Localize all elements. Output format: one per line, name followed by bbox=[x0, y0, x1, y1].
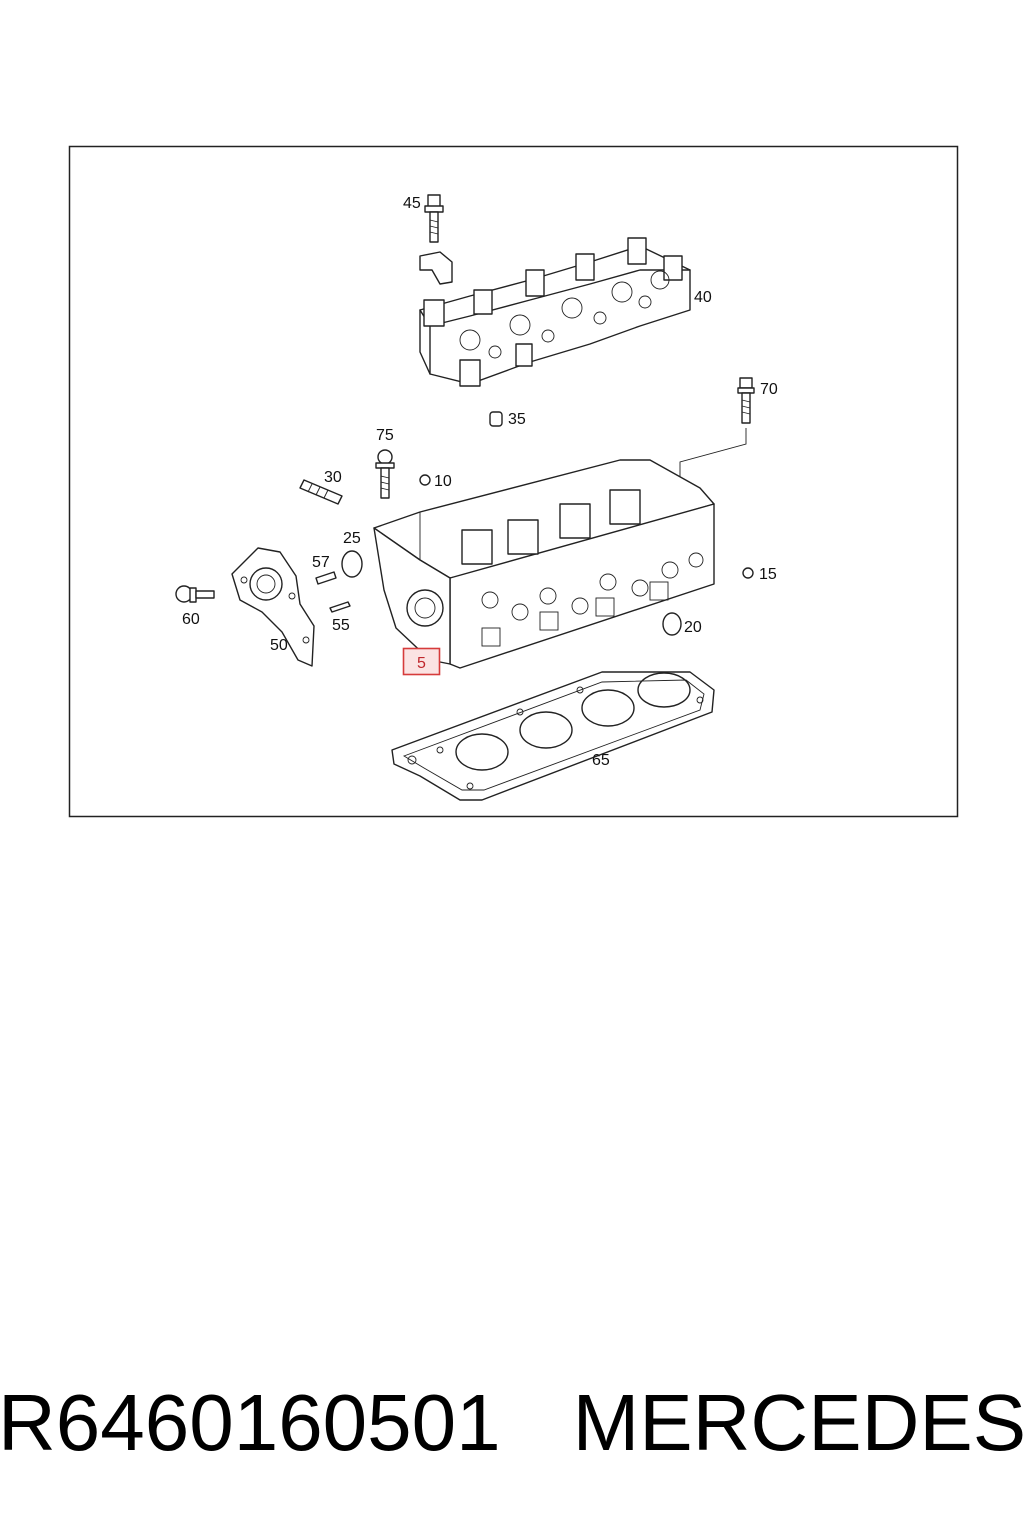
callout-45: 45 bbox=[403, 195, 421, 212]
part-57-dowel[interactable] bbox=[315, 571, 337, 585]
part-75-bolt[interactable] bbox=[375, 449, 395, 499]
part-60-bolt[interactable] bbox=[175, 585, 215, 603]
callout-70: 70 bbox=[760, 381, 778, 398]
part-5-cylinder-head[interactable] bbox=[373, 459, 715, 669]
callout-65: 65 bbox=[592, 752, 610, 769]
part-55-pin[interactable] bbox=[329, 601, 351, 613]
part-70-bolt[interactable] bbox=[737, 377, 755, 424]
part-35-cap[interactable] bbox=[489, 411, 503, 427]
diagram-border bbox=[68, 145, 959, 818]
part-40-camshaft-carrier[interactable] bbox=[419, 237, 691, 387]
part-50-cover[interactable] bbox=[231, 547, 315, 667]
part-65-head-gasket[interactable] bbox=[391, 671, 715, 801]
callout-57: 57 bbox=[312, 554, 330, 571]
part-10-ring[interactable] bbox=[419, 474, 431, 486]
callout-5[interactable]: 5 bbox=[417, 655, 426, 672]
callout-75: 75 bbox=[376, 427, 394, 444]
callout-60: 60 bbox=[182, 611, 200, 628]
part-number: R6460160501 bbox=[0, 1378, 501, 1467]
callout-50: 50 bbox=[270, 637, 288, 654]
callout-15: 15 bbox=[759, 566, 777, 583]
footer-caption: R6460160501 MERCEDES bbox=[0, 1368, 1024, 1478]
part-45-bolt[interactable] bbox=[424, 194, 444, 243]
callout-5-highlight-box bbox=[402, 647, 441, 676]
brand-name: MERCEDES bbox=[572, 1378, 1024, 1467]
callout-35: 35 bbox=[508, 411, 526, 428]
parts-diagram: 45 40 70 35 bbox=[68, 145, 959, 818]
callout-40: 40 bbox=[694, 289, 712, 306]
callout-20: 20 bbox=[684, 619, 702, 636]
callout-30: 30 bbox=[324, 469, 342, 486]
part-25-plug[interactable] bbox=[341, 550, 363, 578]
part-20-plug[interactable] bbox=[662, 612, 682, 636]
callout-10: 10 bbox=[434, 473, 452, 490]
part-30-stud[interactable] bbox=[299, 479, 343, 505]
bracket-piece bbox=[419, 251, 453, 285]
part-15-ring[interactable] bbox=[742, 567, 754, 579]
callout-25: 25 bbox=[343, 530, 361, 547]
leader-70 bbox=[679, 428, 747, 478]
callout-55: 55 bbox=[332, 617, 350, 634]
